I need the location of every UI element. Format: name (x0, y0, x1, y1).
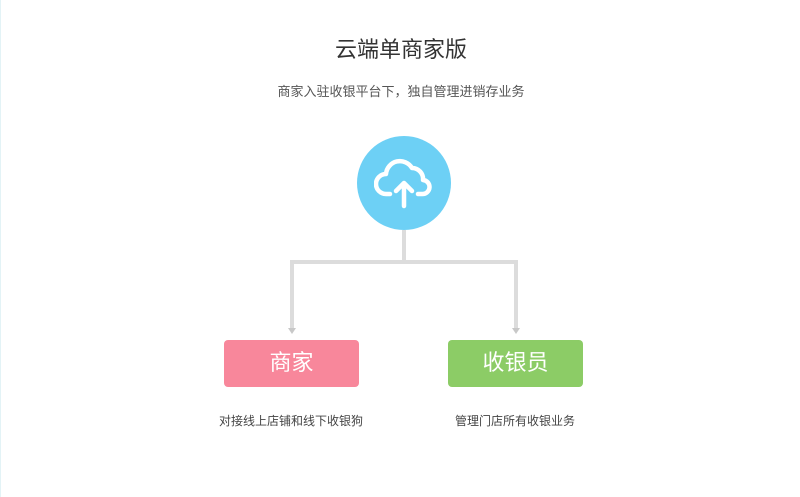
connector-vertical (402, 230, 406, 263)
arrow-down-icon (288, 328, 296, 334)
connector-left (290, 260, 294, 328)
page-title: 云端单商家版 (334, 38, 467, 63)
connector-right (514, 260, 518, 328)
cashier-button[interactable]: 收银员 (448, 340, 583, 387)
cloud-hub (357, 136, 451, 230)
merchant-button[interactable]: 商家 (224, 340, 359, 387)
connector-horizontal (290, 260, 518, 264)
cashier-caption: 管理门店所有收银业务 (454, 414, 575, 428)
merchant-caption: 对接线上店铺和线下收银狗 (218, 414, 363, 428)
page-subtitle: 商家入驻收银平台下，独自管理进销存业务 (277, 85, 525, 100)
arrow-down-icon (512, 328, 520, 334)
cloud-upload-icon (374, 158, 432, 209)
